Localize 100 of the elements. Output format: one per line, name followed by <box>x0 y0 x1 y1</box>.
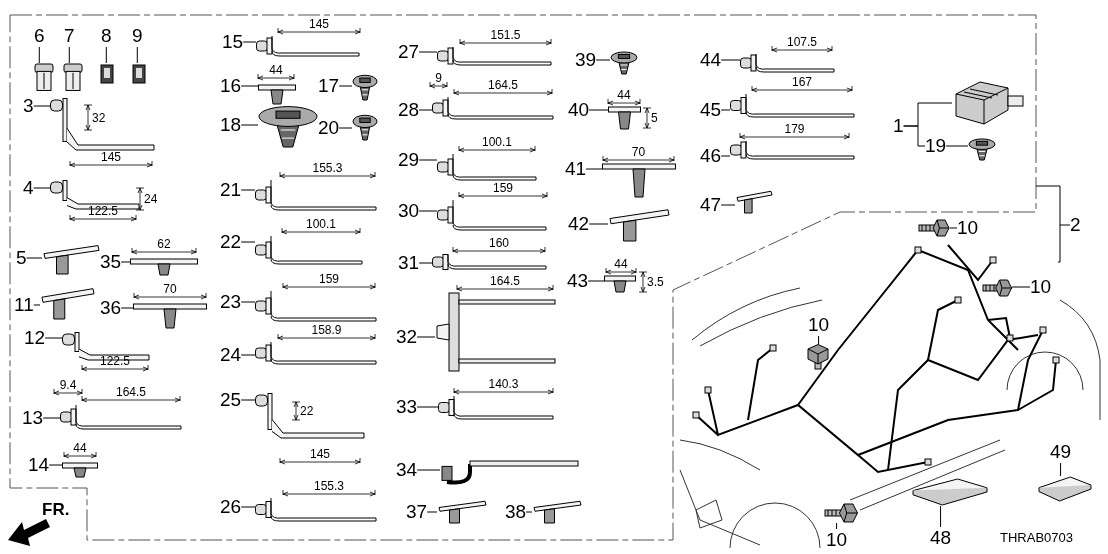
callout-number: 32 <box>396 326 418 348</box>
dimension-label: 167 <box>792 75 812 89</box>
callout-number: 34 <box>396 459 418 481</box>
leader-line <box>720 109 731 111</box>
t-clip-drawing <box>437 500 487 525</box>
dimension-label: 159 <box>319 272 339 286</box>
dimension-label: 151.5 <box>490 28 521 42</box>
bracket-clip-drawing <box>50 98 155 153</box>
push-clip-drawing <box>352 113 378 141</box>
push-clip-drawing <box>610 50 638 75</box>
callout-number: 13 <box>22 407 44 429</box>
leader-line <box>836 522 838 530</box>
dimension-label: 9 <box>435 71 442 85</box>
band-clip-drawing <box>255 341 377 365</box>
dimension-label: 107.5 <box>787 35 817 49</box>
leader-line <box>416 336 436 338</box>
leader-line <box>588 223 609 225</box>
callout-number: 30 <box>398 200 420 222</box>
callout-number: 40 <box>568 99 590 121</box>
clip-drawing <box>98 63 116 85</box>
band-clip-drawing <box>255 290 377 322</box>
t-clip-drawing <box>532 500 582 525</box>
callout-number: 24 <box>220 344 242 366</box>
dimension-label: 160 <box>489 236 509 250</box>
leader-line <box>418 262 433 264</box>
leader-line <box>242 41 257 43</box>
leader-line <box>48 464 63 466</box>
band-clip-drawing <box>437 46 552 66</box>
leader-line <box>240 124 259 126</box>
callout-number: 27 <box>398 41 420 63</box>
pad-drawing <box>912 478 988 506</box>
leader-line <box>240 241 256 243</box>
callout-number: 17 <box>318 75 340 97</box>
leader-line <box>33 304 41 306</box>
callout-number: 10 <box>957 217 979 239</box>
t-clip-drawing <box>608 208 670 243</box>
callout-number: 31 <box>398 252 420 274</box>
leader-line <box>38 46 40 64</box>
callout-number: 19 <box>925 135 947 157</box>
band-clip-drawing <box>256 35 360 57</box>
leader-line <box>720 155 731 157</box>
band-clip-drawing <box>438 395 554 420</box>
flat-clip-drawing <box>604 275 636 293</box>
callout-number: 2 <box>1070 214 1081 236</box>
t-clip-drawing <box>40 287 95 321</box>
dimension-label: 145 <box>310 447 330 461</box>
callout-number: 22 <box>220 231 242 253</box>
dimension-label: 122.5 <box>100 354 130 368</box>
diagram-code: THRAB0703 <box>1000 530 1073 546</box>
dimension-label: 22 <box>300 404 314 418</box>
t-clip-drawing <box>42 244 100 276</box>
leader-line <box>1060 462 1062 477</box>
dimension-label: 155.3 <box>314 479 344 493</box>
t-clip-drawing <box>735 190 773 215</box>
bracket-clip-drawing <box>62 332 150 363</box>
flat-clip-drawing <box>130 258 198 276</box>
leader-line <box>26 257 43 259</box>
band-clip-drawing <box>437 199 547 231</box>
cap-drawing <box>62 63 84 91</box>
callout-number: 8 <box>101 25 112 47</box>
callout-number: 49 <box>1050 441 1072 463</box>
dimension-label: 44 <box>614 257 628 271</box>
direction-label: FR. <box>42 500 70 520</box>
band-clip-drawing <box>255 179 377 211</box>
leader-line <box>44 337 63 339</box>
callout-number: 10 <box>808 314 830 336</box>
callout-number: 10 <box>826 529 848 551</box>
callout-number: 20 <box>318 117 340 139</box>
callout-number: 25 <box>220 389 242 411</box>
leader-line <box>338 85 353 87</box>
flat-clip-drawing <box>608 106 641 130</box>
callout-number: 14 <box>28 454 50 476</box>
callout-number: 29 <box>398 149 420 171</box>
push-clip-drawing <box>352 73 378 101</box>
callout-number: 41 <box>565 158 587 180</box>
callout-number: 44 <box>700 49 722 71</box>
callout-number: 28 <box>398 99 420 121</box>
callout-number: 18 <box>220 114 242 136</box>
dimension-label: 145 <box>101 150 121 164</box>
callout-number: 23 <box>220 291 242 313</box>
dimension-label: 70 <box>163 282 177 296</box>
dimension-label: 140.3 <box>488 377 519 391</box>
dimension-label: 100.1 <box>482 135 512 149</box>
leader-line <box>818 335 820 345</box>
leader-line <box>33 187 51 189</box>
dimension-label: 158.9 <box>311 323 342 337</box>
band-clip-drawing <box>730 140 855 160</box>
callout-number: 37 <box>406 501 428 523</box>
leader-line <box>240 354 256 356</box>
callout-number: 16 <box>220 75 242 97</box>
leader-line <box>945 145 969 147</box>
band-clip-drawing <box>432 254 547 270</box>
connector-drawing <box>952 80 1024 126</box>
leader-line <box>120 261 131 263</box>
tie-clip-drawing <box>435 292 557 372</box>
callout-number: 48 <box>930 527 952 549</box>
dimension-label: 62 <box>157 237 171 251</box>
dimension-label: 122.5 <box>88 204 118 218</box>
band-clip-drawing <box>255 235 363 265</box>
leader-line <box>240 301 256 303</box>
